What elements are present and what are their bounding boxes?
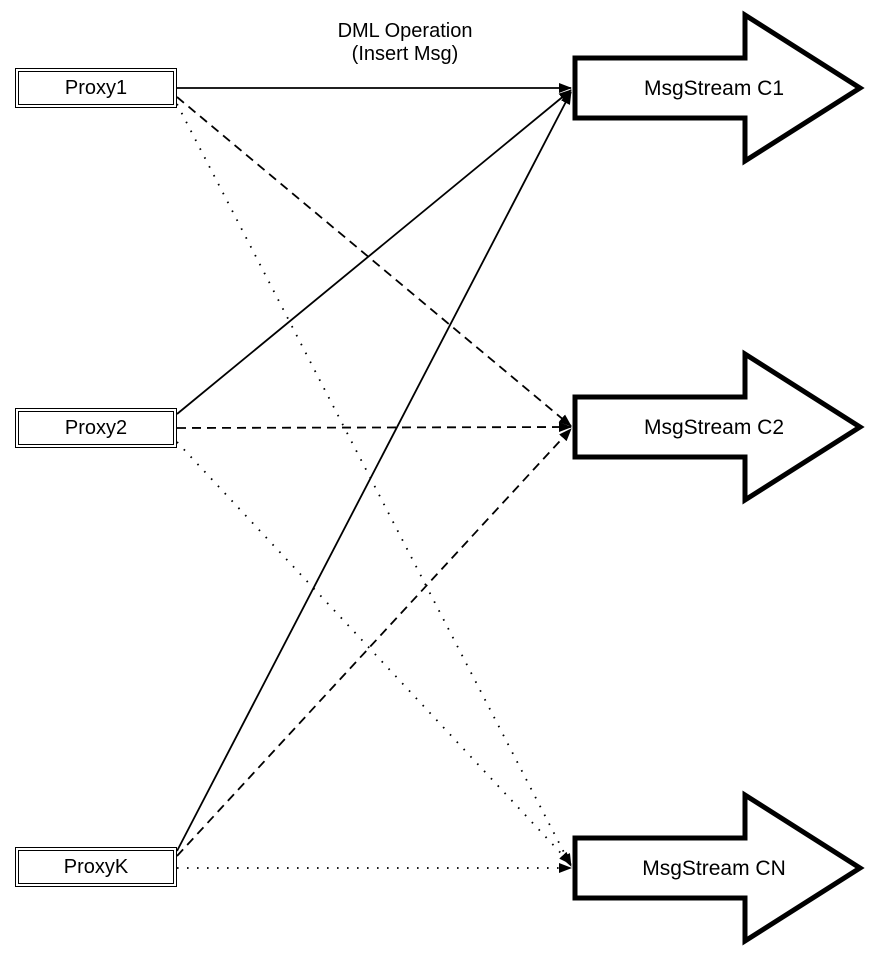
- connection-proxy1-msgstreamc2: [176, 96, 572, 427]
- connection-proxy2-msgstreamc1: [176, 89, 572, 415]
- proxy2-node: Proxy2: [15, 408, 177, 448]
- proxy2-label: Proxy2: [64, 416, 128, 439]
- dml-operation-annotation-line2: (Insert Msg): [351, 43, 459, 65]
- connection-proxy1-msgstreamcn: [176, 103, 572, 867]
- msgstream-c2-node: MsgStream C2: [572, 349, 865, 505]
- proxy1-node: Proxy1: [15, 68, 177, 108]
- proxyk-label: ProxyK: [63, 855, 129, 878]
- msgstream-c1-node: MsgStream C1: [572, 10, 865, 166]
- msgstream-c1-arrow-shape: [572, 10, 865, 166]
- msgstream-cn-node: MsgStream CN: [572, 790, 865, 946]
- msgstream-cn-arrow-shape: [572, 790, 865, 946]
- msgstream-cn-label: MsgStream CN: [642, 857, 786, 880]
- connection-proxy2-msgstreamcn: [176, 441, 572, 865]
- msgstream-c2-arrow-shape: [572, 349, 865, 505]
- connection-proxyk-msgstreamc1: [176, 91, 572, 852]
- proxy1-label: Proxy1: [64, 76, 128, 99]
- connection-proxy2-msgstreamc2: [176, 422, 572, 433]
- connection-proxyk-msgstreamc2: [176, 428, 572, 857]
- msgstream-c1-label: MsgStream C1: [644, 77, 784, 100]
- dml-operation-annotation: DML Operation (Insert Msg): [280, 20, 530, 66]
- msgstream-c2-label: MsgStream C2: [644, 416, 784, 439]
- proxyk-node: ProxyK: [15, 847, 177, 887]
- dml-operation-annotation-line1: DML Operation: [337, 20, 473, 42]
